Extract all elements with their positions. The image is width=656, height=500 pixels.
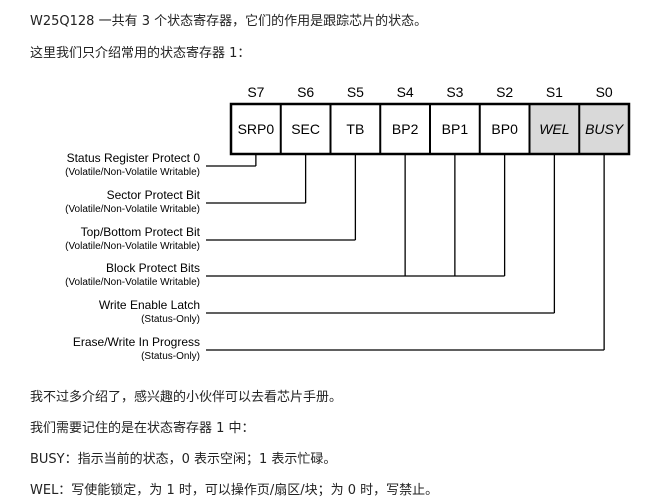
bit-label-s0: S0 bbox=[596, 84, 613, 100]
outro-line-2: 我们需要记住的是在状态寄存器 1 中： bbox=[30, 421, 255, 436]
field-name-sec: SEC bbox=[291, 121, 320, 137]
register-cell-s2 bbox=[479, 104, 530, 154]
field-name-bp0: BP0 bbox=[491, 121, 518, 137]
field-name-bp1: BP1 bbox=[442, 121, 469, 137]
field-desc-note: (Volatile/Non-Volatile Writable) bbox=[65, 167, 200, 178]
field-name-srp0: SRP0 bbox=[238, 121, 275, 137]
field-name-bp2: BP2 bbox=[392, 121, 419, 137]
field-name-wel: WEL bbox=[539, 121, 569, 137]
outro-line-busy: BUSY：指示当前的状态，0 表示空闲；1 表示忙碌。 bbox=[30, 452, 337, 467]
bit-label-s7: S7 bbox=[247, 84, 264, 100]
bit-label-s6: S6 bbox=[297, 84, 314, 100]
field-name-busy: BUSY bbox=[585, 121, 625, 137]
register-cell-s1 bbox=[529, 104, 580, 154]
bit-label-s3: S3 bbox=[446, 84, 463, 100]
register-cell-s4 bbox=[380, 104, 430, 154]
field-name-tb: TB bbox=[346, 121, 364, 137]
field-desc-top-bottom-protect-bit: Top/Bottom Protect Bit bbox=[81, 225, 201, 239]
field-desc-block-protect-bits: Block Protect Bits bbox=[106, 261, 200, 275]
field-desc-note: (Volatile/Non-Volatile Writable) bbox=[65, 277, 200, 288]
field-desc-note: (Volatile/Non-Volatile Writable) bbox=[65, 241, 200, 252]
field-desc-note: (Status-Only) bbox=[141, 314, 200, 325]
outro-line-wel: WEL：写使能锁定，为 1 时，可以操作页/扇区/块；为 0 时，写禁止。 bbox=[30, 483, 439, 498]
bit-label-s4: S4 bbox=[397, 84, 414, 100]
field-desc-note: (Volatile/Non-Volatile Writable) bbox=[65, 204, 200, 215]
outro-line-1: 我不过多介绍了，感兴趣的小伙伴可以去看芯片手册。 bbox=[30, 390, 343, 405]
register-cell-s3 bbox=[430, 104, 480, 154]
field-desc-erase-write-in-progress: Erase/Write In Progress bbox=[73, 335, 200, 349]
register-border bbox=[229, 102, 631, 156]
field-desc-note: (Status-Only) bbox=[141, 351, 200, 362]
intro-line-1: W25Q128 一共有 3 个状态寄存器，它们的作用是跟踪芯片的状态。 bbox=[30, 14, 428, 29]
intro-line-2: 这里我们只介绍常用的状态寄存器 1： bbox=[30, 46, 251, 61]
register-cell-s0 bbox=[579, 104, 629, 154]
register-cell-s5 bbox=[330, 104, 381, 154]
field-desc-write-enable-latch: Write Enable Latch bbox=[99, 298, 200, 312]
register-cell-s6 bbox=[280, 104, 331, 154]
bit-label-s2: S2 bbox=[496, 84, 513, 100]
bit-label-s1: S1 bbox=[546, 84, 563, 100]
field-desc-status-register-protect-0: Status Register Protect 0 bbox=[67, 151, 201, 165]
bit-label-s5: S5 bbox=[347, 84, 364, 100]
register-cell-s7 bbox=[231, 104, 281, 154]
field-desc-sector-protect-bit: Sector Protect Bit bbox=[107, 188, 201, 202]
